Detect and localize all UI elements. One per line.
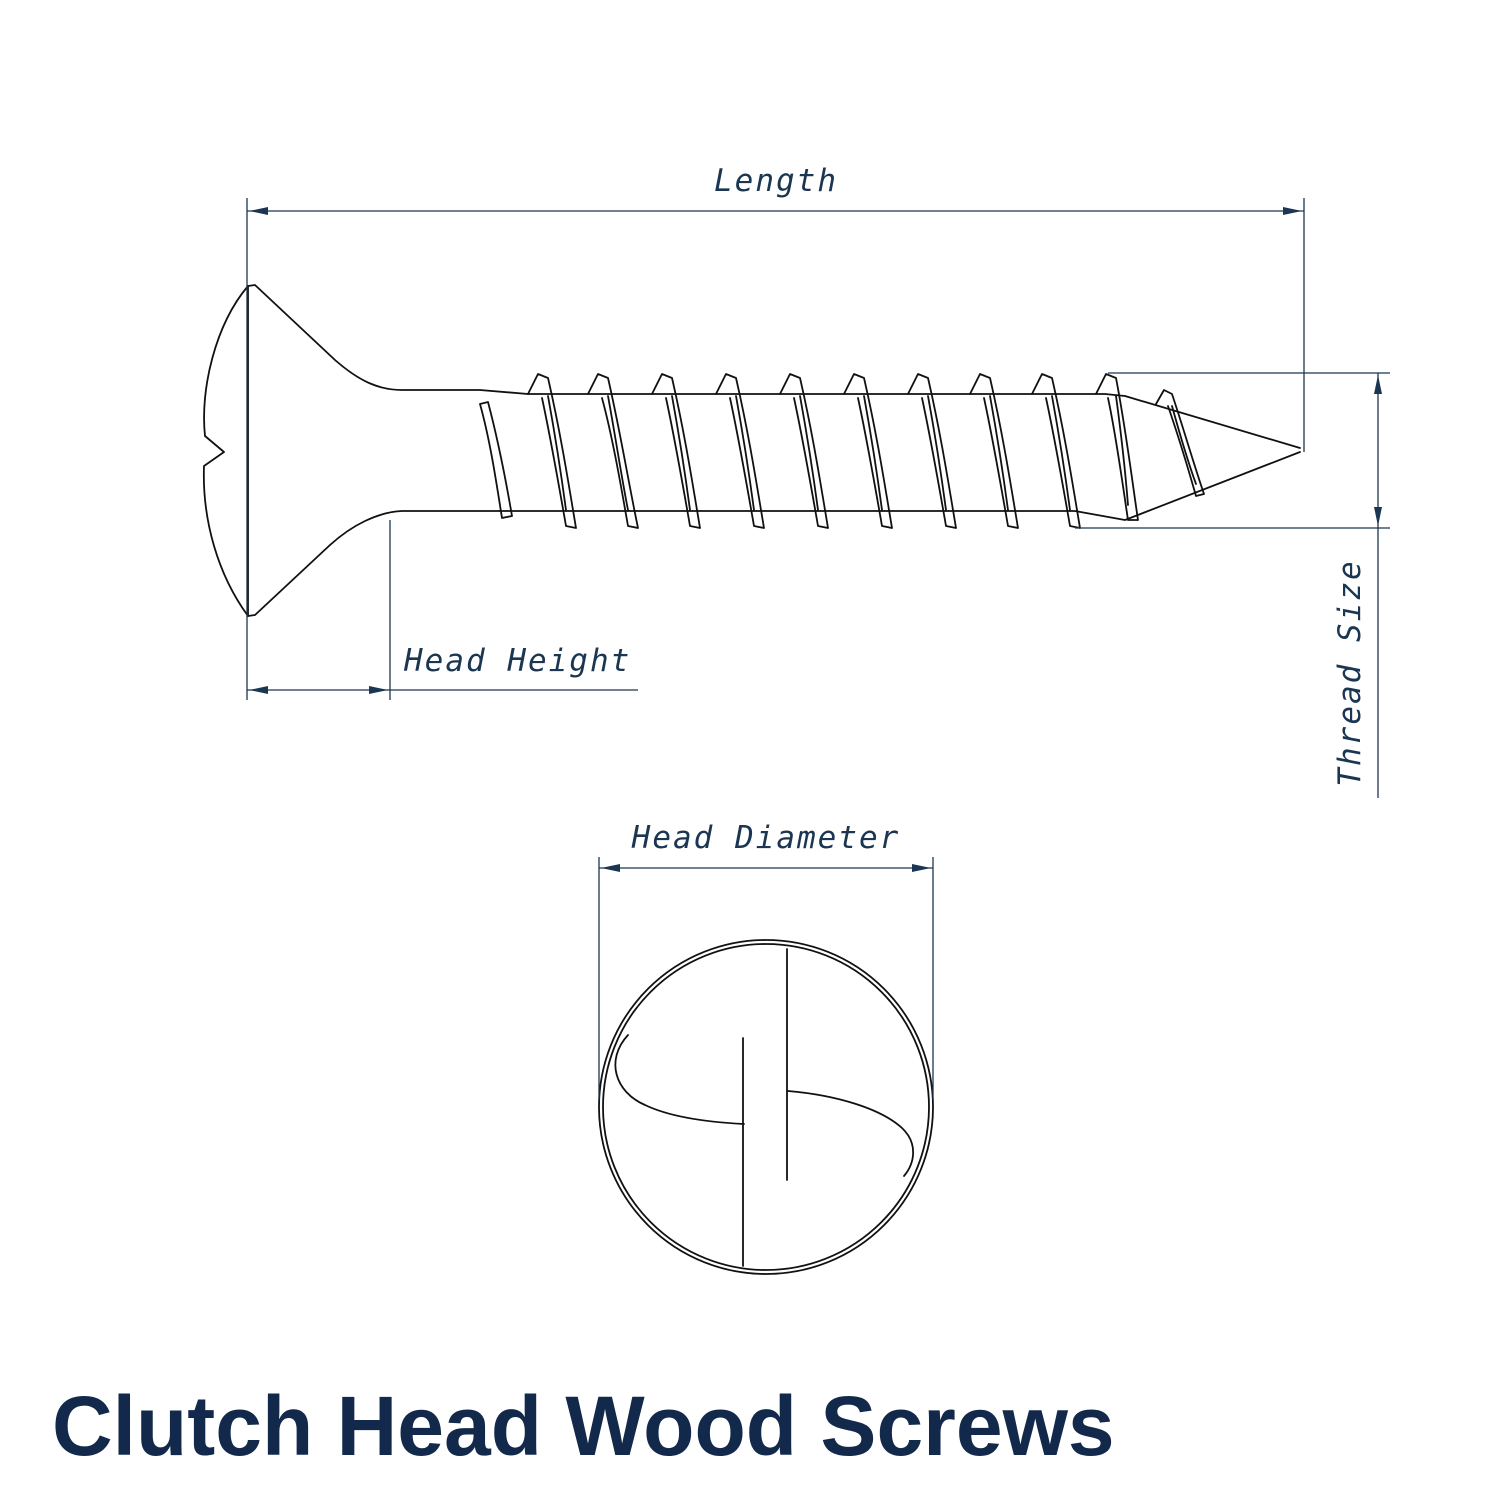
head-cone-lower [247, 510, 501, 617]
thread-crest [907, 373, 957, 529]
length-label: Length [714, 163, 838, 199]
thread-flank [927, 395, 947, 511]
thread-flank [799, 395, 819, 511]
threads [527, 373, 1205, 529]
thread-crest [1095, 373, 1139, 521]
thread-crest [843, 373, 893, 529]
head-diameter-label: Head Diameter [631, 820, 901, 856]
thread-crest [715, 373, 765, 529]
thread-crest [779, 373, 829, 529]
screw-side-view [202, 284, 1301, 617]
head-outer-circle [598, 939, 934, 1275]
screw-head-top-view [598, 939, 934, 1275]
thread-flank [1171, 405, 1197, 485]
head-inner-circle [602, 943, 930, 1271]
thread-size-label: Thread Size [1332, 559, 1368, 786]
arrow-left [249, 686, 268, 694]
thread-crest [969, 373, 1019, 529]
arrow-right [369, 686, 388, 694]
arrow-bottom [1374, 507, 1382, 526]
thread-crest [1031, 373, 1081, 529]
thread-flank [547, 395, 567, 511]
clutch-recess-right [787, 1090, 915, 1177]
thread-flank [671, 395, 691, 511]
thread-flank [863, 395, 883, 511]
thread-flank [1115, 395, 1129, 506]
shank-top [527, 393, 1301, 449]
thread-crest [651, 373, 701, 529]
dimension-head-height: Head Height [247, 520, 638, 700]
head-height-label: Head Height [403, 643, 631, 679]
dimension-thread-size: Thread Size [1075, 372, 1390, 798]
arrow-left [601, 864, 620, 872]
dimension-length: Length [246, 163, 1305, 700]
thread-runout [479, 401, 513, 519]
arrow-top [1374, 375, 1382, 394]
thread-flank [735, 395, 755, 511]
thread-crest-tip [1155, 389, 1205, 497]
arrow-right [1283, 207, 1302, 215]
dimension-head-diameter: Head Diameter [598, 820, 934, 1100]
thread-flank [989, 395, 1009, 511]
thread-crest [587, 373, 639, 529]
shank-bottom [499, 451, 1301, 521]
head-dome [202, 285, 249, 617]
arrow-right [912, 864, 931, 872]
head-cone [247, 284, 529, 395]
thread-crest [527, 373, 577, 529]
thread-flank [1051, 395, 1071, 511]
thread-flank [607, 395, 629, 511]
clutch-recess-left [614, 1034, 745, 1125]
arrow-left [249, 207, 268, 215]
page-title: Clutch Head Wood Screws [52, 1379, 1115, 1473]
